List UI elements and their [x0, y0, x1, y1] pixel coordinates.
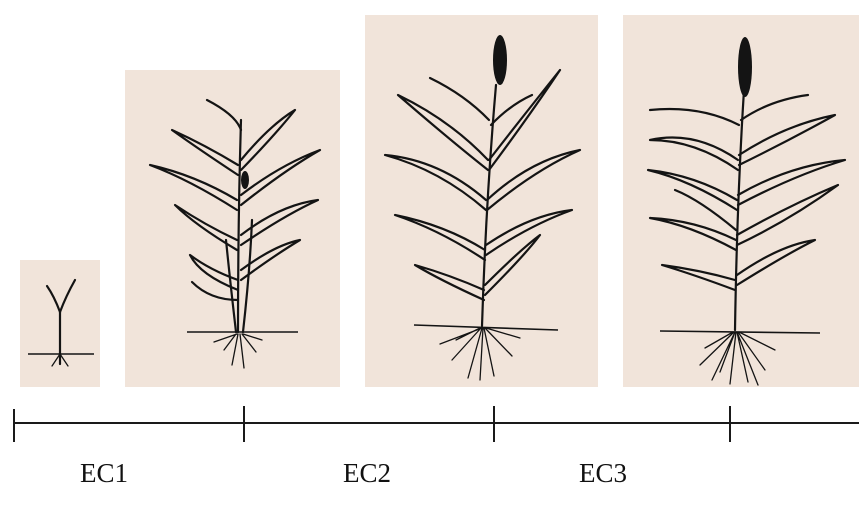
timeline-axis	[14, 406, 859, 442]
stage-label-ec3: EC3	[579, 458, 627, 489]
mature-plant-panel	[623, 15, 859, 387]
stage-label-ec1: EC1	[80, 458, 128, 489]
vegetative-plant-panel	[125, 70, 340, 387]
stage-label-ec2: EC2	[343, 458, 391, 489]
flowering-plant-panel	[365, 15, 598, 387]
seedling-panel	[20, 260, 100, 387]
